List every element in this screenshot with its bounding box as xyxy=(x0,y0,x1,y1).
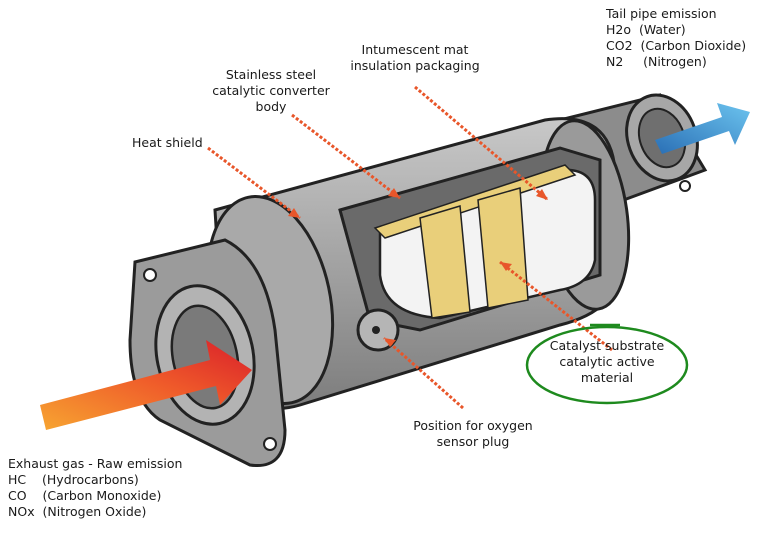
leader-arrowheads xyxy=(288,188,548,347)
exhaust-inlet-arrow xyxy=(40,340,252,430)
oxygen-sensor-label: Position for oxygen sensor plug xyxy=(413,418,533,449)
converter-body xyxy=(205,117,631,410)
leader-stainless xyxy=(291,113,401,200)
heat-shield-label: Heat shield xyxy=(132,135,203,150)
tail-pipe-line: CO2 (Carbon Dioxide) xyxy=(606,38,747,53)
leader-catalyst xyxy=(499,260,613,352)
exhaust-line: CO (Carbon Monoxide) xyxy=(8,488,162,503)
tail-pipe-title: Tail pipe emission xyxy=(606,6,717,21)
tail-pipe-line: H2o (Water) xyxy=(606,22,686,37)
exhaust-line: NOx (Nitrogen Oxide) xyxy=(8,504,147,519)
tail-pipe-line: N2 (Nitrogen) xyxy=(606,54,707,69)
exhaust-line: HC (Hydrocarbons) xyxy=(8,472,139,487)
stainless-label: Stainless steel catalytic converter body xyxy=(212,67,330,114)
leader-arrows xyxy=(207,85,613,410)
leader-oxygen xyxy=(383,336,464,410)
exhaust-title: Exhaust gas - Raw emission xyxy=(8,456,183,471)
highlight-ellipse xyxy=(525,325,689,405)
leader-heat-shield xyxy=(207,146,301,220)
exhaust-label: Exhaust gas - Raw emission HC (Hydrocarb… xyxy=(8,456,182,520)
tailpipe-outlet-arrow xyxy=(655,103,750,154)
catalyst-label: Catalyst substrate catalytic active mate… xyxy=(549,338,665,385)
tail-pipe-label: Tail pipe emission H2o (Water) CO2 (Carb… xyxy=(606,6,746,70)
intumescent-label: Intumescent mat insulation packaging xyxy=(350,42,480,73)
leader-intumescent xyxy=(414,85,549,202)
